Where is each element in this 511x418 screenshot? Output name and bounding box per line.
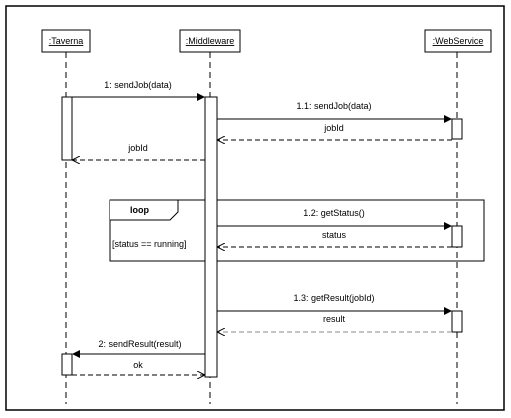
svg-text:2: sendResult(result): 2: sendResult(result): [98, 339, 181, 349]
svg-text:1.3: getResult(jobId): 1.3: getResult(jobId): [293, 293, 374, 303]
activation-taverna-2: [61, 353, 73, 376]
message-1-1-sendjob: 1.1: sendJob(data): [217, 101, 452, 123]
loop-guard-label: [status == running]: [112, 239, 187, 249]
svg-text:1.2: getStatus(): 1.2: getStatus(): [303, 208, 365, 218]
svg-text:jobId: jobId: [323, 123, 344, 133]
return-jobid-webservice: jobId: [218, 123, 452, 140]
svg-text:ok: ok: [133, 360, 143, 370]
svg-text:status: status: [322, 230, 347, 240]
activation-taverna-1: [61, 96, 73, 161]
loop-operator-label: loop: [130, 205, 149, 215]
return-status: status: [218, 230, 452, 247]
loop-fragment: loop [status == running]: [109, 199, 485, 262]
svg-text:1.1: sendJob(data): 1.1: sendJob(data): [296, 101, 371, 111]
participant-webservice[interactable]: :WebService: [424, 29, 492, 53]
participant-taverna[interactable]: :Taverna: [41, 29, 91, 53]
svg-text:jobId: jobId: [127, 143, 148, 153]
activation-webservice-3: [451, 310, 463, 333]
message-1-2-getstatus: 1.2: getStatus(): [217, 208, 452, 230]
svg-text:result: result: [323, 314, 346, 324]
return-ok: ok: [72, 360, 204, 375]
message-1-sendjob: 1: sendJob(data): [72, 80, 205, 101]
outer-border: [5, 5, 505, 411]
return-result: result: [218, 314, 452, 332]
participant-webservice-label: :WebService: [433, 36, 484, 46]
participant-taverna-label: :Taverna: [49, 36, 84, 46]
participant-middleware[interactable]: :Middleware: [179, 29, 241, 53]
activation-webservice-1: [451, 118, 463, 140]
message-2-sendresult: 2: sendResult(result): [72, 339, 205, 358]
activation-middleware: [204, 96, 218, 378]
participant-middleware-label: :Middleware: [186, 36, 235, 46]
svg-text:1: sendJob(data): 1: sendJob(data): [104, 80, 172, 90]
activation-webservice-2: [451, 225, 463, 248]
return-jobid-middleware: jobId: [73, 143, 205, 160]
message-1-3-getresult: 1.3: getResult(jobId): [217, 293, 452, 315]
